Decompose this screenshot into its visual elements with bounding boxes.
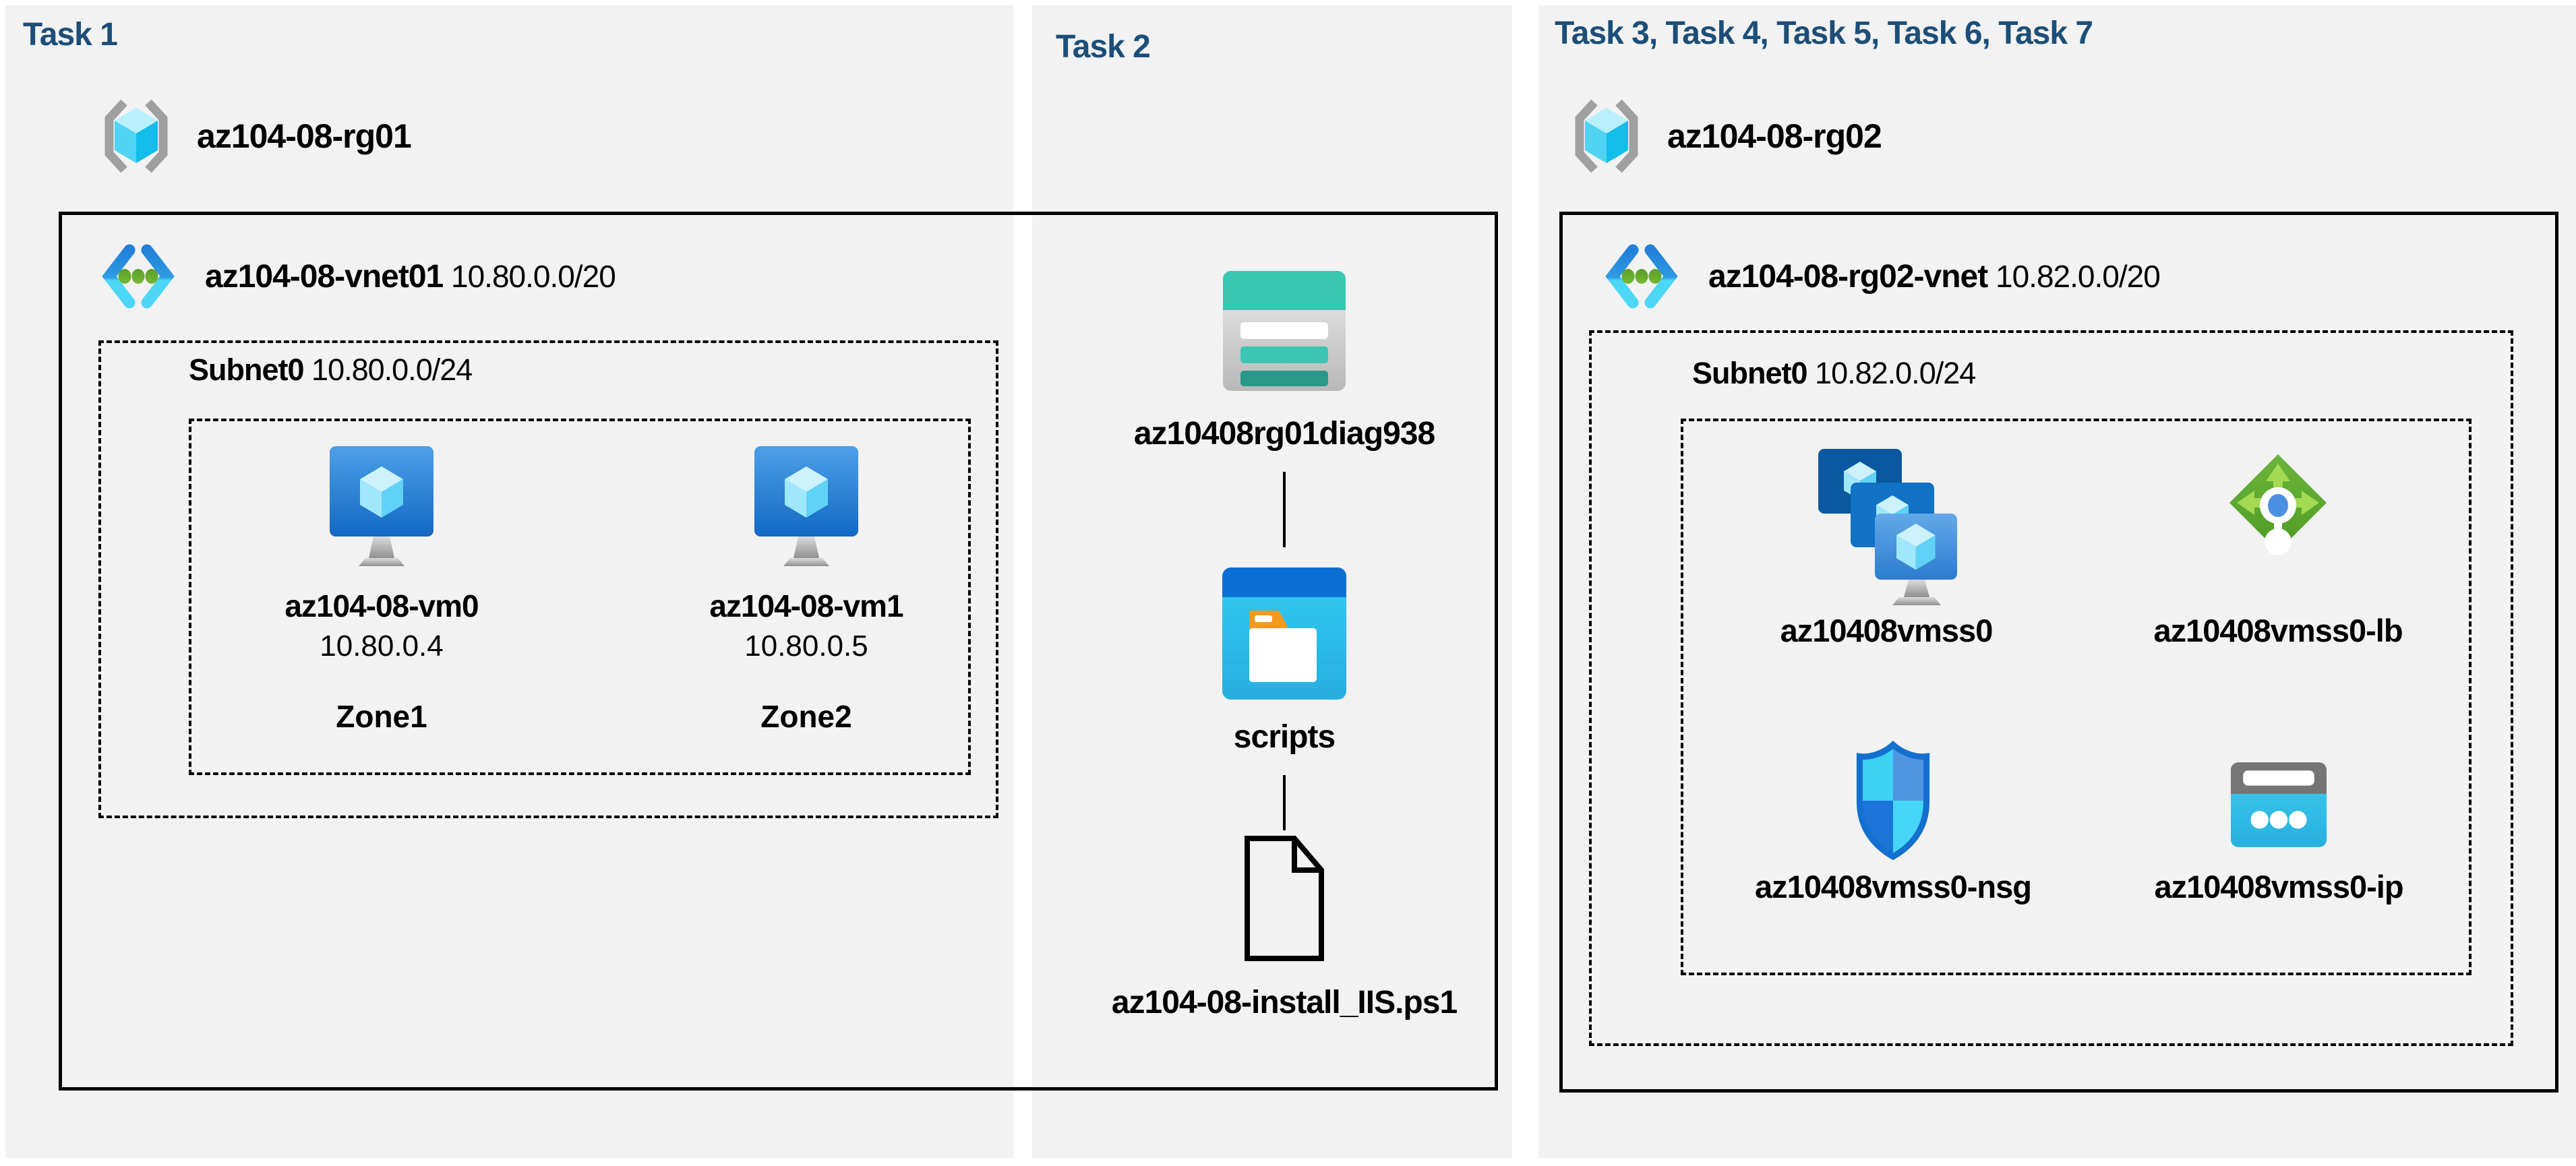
vnet01-header: az104-08-vnet01 10.80.0.0/20 <box>98 238 616 315</box>
panel-task1 <box>5 5 1013 1158</box>
vm-zone-dashed-box <box>189 419 971 775</box>
vnet01-cidr: 10.80.0.0/20 <box>451 258 616 294</box>
subnet0-rg02-cidr: 10.82.0.0/24 <box>1815 356 1976 390</box>
vm1-name: az104-08-vm1 <box>709 588 903 623</box>
virtual-network-icon <box>102 244 175 309</box>
virtual-network-icon <box>1605 244 1678 309</box>
storage-account-group: az10408rg01diag938 <box>1028 271 1540 452</box>
vm0-ip: 10.80.0.4 <box>320 630 444 663</box>
connector-scripts-to-file <box>1283 775 1286 830</box>
vm0-zone: Zone1 <box>336 699 427 734</box>
script-file-group: az104-08-install_IIS.ps1 <box>1028 834 1540 1021</box>
subnet0-rg01-dashed-box <box>98 340 998 818</box>
task3-7-title: Task 3, Task 4, Task 5, Task 6, Task 7 <box>1555 16 2093 51</box>
public-ip-icon <box>2231 762 2327 847</box>
subnet0-rg02-label: Subnet0 10.82.0.0/24 <box>1692 356 1976 391</box>
nsg-group: az10408vmss0-nsg <box>1698 733 2089 905</box>
rg02-vnet-label: az104-08-rg02-vnet 10.82.0.0/20 <box>1708 258 2161 295</box>
rg01-name: az104-08-rg01 <box>197 117 412 155</box>
subnet0-rg01-label: Subnet0 10.80.0.0/24 <box>189 352 473 388</box>
storage-account-icon <box>1223 271 1346 391</box>
public-ip-group: az10408vmss0-ip <box>2083 741 2474 905</box>
load-balancer-group: az10408vmss0-lb <box>2083 437 2474 649</box>
vm-scale-set-icon <box>1818 449 1957 605</box>
vm1-zone: Zone2 <box>760 699 852 734</box>
scripts-container-name: scripts <box>1233 719 1336 755</box>
rg01-boundary-box <box>59 212 1498 1091</box>
vnet01-label: az104-08-vnet01 10.80.0.0/20 <box>205 258 616 295</box>
vm1-group: az104-08-vm1 10.80.0.5 Zone2 <box>665 443 948 735</box>
panel-task3-7 <box>1538 5 2576 1158</box>
vm1-ip: 10.80.0.5 <box>744 630 868 663</box>
load-balancer-name: az10408vmss0-lb <box>2153 613 2403 648</box>
resource-group-icon <box>104 99 168 173</box>
vmss-resources-dashed-box <box>1681 419 2472 975</box>
blob-container-icon <box>1222 567 1346 700</box>
rg02-header: az104-08-rg02 <box>1569 98 1882 174</box>
vmss-name: az10408vmss0 <box>1780 613 1994 648</box>
subnet0-rg02-name: Subnet0 <box>1692 356 1808 390</box>
rg02-vnet-cidr: 10.82.0.0/20 <box>1996 258 2161 294</box>
rg02-vnet-name: az104-08-rg02-vnet <box>1708 258 1988 295</box>
nsg-name: az10408vmss0-nsg <box>1755 869 2032 904</box>
resource-group-icon <box>1575 99 1638 173</box>
load-balancer-icon <box>2229 454 2327 555</box>
task1-title: Task 1 <box>23 17 118 53</box>
virtual-machine-icon <box>330 446 433 566</box>
script-file-name: az104-08-install_IIS.ps1 <box>1111 985 1458 1020</box>
virtual-machine-icon <box>754 446 858 566</box>
rg02-boundary-box <box>1559 212 2558 1093</box>
storage-account-name: az10408rg01diag938 <box>1133 416 1435 452</box>
connector-storage-to-scripts <box>1283 472 1286 547</box>
subnet0-rg01-name: Subnet0 <box>189 352 305 387</box>
task2-title: Task 2 <box>1056 29 1151 65</box>
vmss-group: az10408vmss0 <box>1691 437 2082 649</box>
public-ip-name: az10408vmss0-ip <box>2154 869 2403 904</box>
rg02-name: az104-08-rg02 <box>1667 117 1882 155</box>
vm0-name: az104-08-vm0 <box>284 588 479 623</box>
file-icon <box>1245 836 1324 961</box>
vnet01-name: az104-08-vnet01 <box>205 258 444 295</box>
scripts-container-group: scripts <box>1028 567 1540 756</box>
subnet0-rg02-dashed-box <box>1589 330 2513 1046</box>
rg01-header: az104-08-rg01 <box>98 98 412 174</box>
subnet0-rg01-cidr: 10.80.0.0/24 <box>311 352 473 387</box>
rg02-vnet-header: az104-08-rg02-vnet 10.82.0.0/20 <box>1602 238 2161 315</box>
network-security-group-icon <box>1856 740 1930 861</box>
vm0-group: az104-08-vm0 10.80.0.4 Zone1 <box>240 443 523 735</box>
